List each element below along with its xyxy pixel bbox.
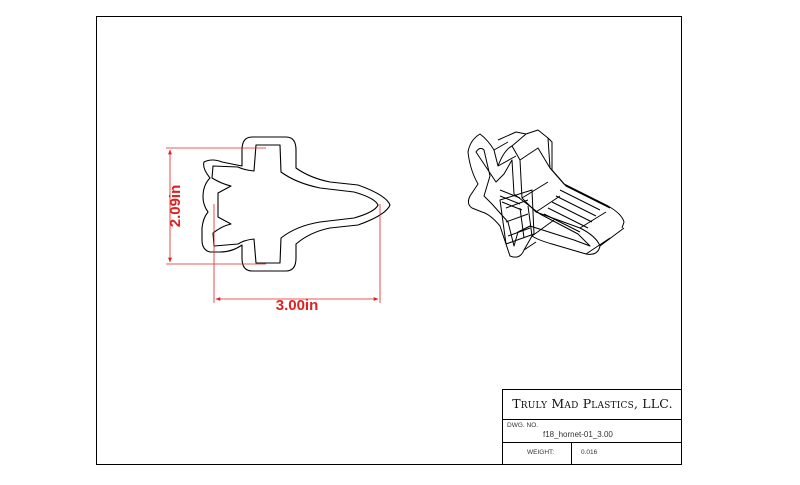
dimension-lines (166, 147, 381, 303)
title-block-weight-row: WEIGHT: 0.016 (503, 443, 682, 465)
weight-divider (571, 443, 572, 465)
dwg-no-label: DWG. NO. (507, 422, 539, 429)
dwg-no-value: f18_hornet-01_3.00 (543, 430, 613, 439)
title-block-dwg-row: DWG. NO. f18_hornet-01_3.00 (503, 420, 682, 443)
title-block: Truly Mad Plastics, LLC. DWG. NO. f18_ho… (502, 389, 682, 465)
height-dimension-label: 2.09in (167, 185, 184, 228)
iso-top-contour (497, 129, 625, 229)
drawing-sheet-border (96, 16, 682, 465)
isometric-view-jet (467, 129, 625, 258)
jet-inner-contour (211, 144, 379, 264)
company-name: Truly Mad Plastics, LLC. (512, 396, 673, 411)
width-dimension-label: 3.00in (276, 297, 319, 314)
jet-outer-contour (201, 136, 391, 272)
weight-label: WEIGHT: (527, 449, 555, 456)
weight-value: 0.016 (581, 449, 598, 456)
top-view-jet-outline (201, 136, 391, 272)
title-block-company-row: Truly Mad Plastics, LLC. (503, 390, 682, 420)
